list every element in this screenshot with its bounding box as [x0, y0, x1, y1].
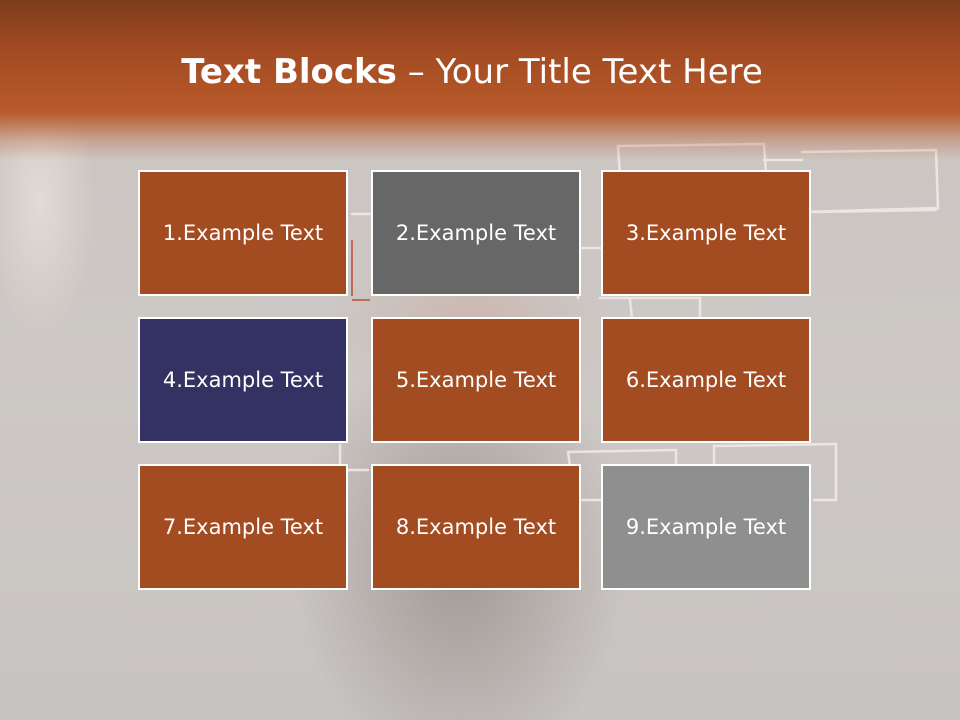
text-block-9[interactable]: 9.Example Text — [601, 464, 811, 590]
text-block-label: 2.Example Text — [395, 221, 557, 245]
text-block-2[interactable]: 2.Example Text — [371, 170, 581, 296]
text-block-label: 3.Example Text — [625, 221, 787, 245]
text-block-label: 9.Example Text — [625, 515, 787, 539]
text-block-label: 6.Example Text — [625, 368, 787, 392]
text-block-label: 4.Example Text — [162, 368, 324, 392]
title-bar — [0, 0, 960, 160]
text-block-label: 5.Example Text — [395, 368, 557, 392]
text-block-5[interactable]: 5.Example Text — [371, 317, 581, 443]
text-block-3[interactable]: 3.Example Text — [601, 170, 811, 296]
title-bold-part: Text Blocks — [181, 52, 397, 92]
slide-title: Text Blocks – Your Title Text Here — [0, 52, 944, 92]
text-block-label: 7.Example Text — [162, 515, 324, 539]
text-block-label: 1.Example Text — [162, 221, 324, 245]
title-rest-part: – Your Title Text Here — [396, 52, 763, 92]
text-block-4[interactable]: 4.Example Text — [138, 317, 348, 443]
text-block-label: 8.Example Text — [395, 515, 557, 539]
text-block-6[interactable]: 6.Example Text — [601, 317, 811, 443]
text-block-1[interactable]: 1.Example Text — [138, 170, 348, 296]
text-block-grid: 1.Example Text 2.Example Text 3.Example … — [138, 170, 816, 594]
text-block-7[interactable]: 7.Example Text — [138, 464, 348, 590]
text-block-8[interactable]: 8.Example Text — [371, 464, 581, 590]
